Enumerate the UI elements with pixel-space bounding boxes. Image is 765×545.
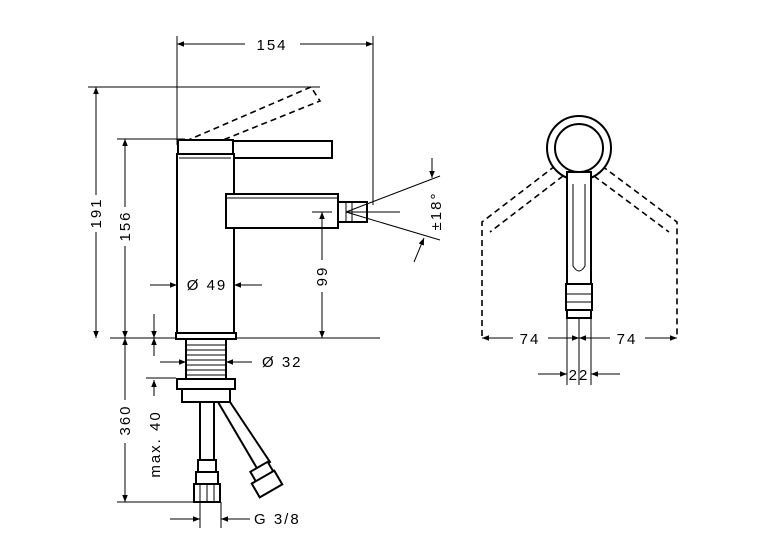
dim-total-height: 191 [88, 197, 105, 228]
dim-max-thickness: max. 40 [147, 410, 164, 477]
dim-spout-swivel: ±18° [428, 192, 445, 231]
top-view-dimensions: 74 74 22 [482, 318, 677, 385]
dim-connection: G 3/8 [254, 511, 301, 528]
body-top-inner [554, 123, 604, 173]
mounting-nut [176, 378, 236, 390]
faucet-body [176, 153, 235, 336]
spout [225, 193, 339, 229]
lever-handle [231, 140, 333, 159]
raised-lever-ghost [185, 85, 322, 151]
fixing-plate [181, 388, 231, 403]
side-view-dimensions: 154 191 156 99 Ø 49 Ø 32 ±18° [88, 36, 445, 528]
dim-thread-diameter: Ø 32 [262, 354, 303, 371]
dim-body-diameter: Ø 49 [187, 277, 228, 294]
lever-ghost-left-inner [489, 175, 564, 233]
dim-handle-width: 22 [569, 367, 590, 384]
lever-ghost-right-inner [593, 175, 670, 233]
dim-handle-swing-right: 74 [617, 331, 638, 348]
threaded-shank [185, 338, 227, 384]
dim-spout-height: 99 [314, 266, 331, 287]
dim-overall-width: 154 [256, 37, 287, 54]
supply-hoses [193, 401, 284, 503]
side-view [110, 85, 380, 503]
aerator-top [565, 283, 593, 311]
dim-install-depth: 360 [117, 404, 134, 435]
dim-handle-swing-left: 74 [520, 331, 541, 348]
top-view [481, 115, 678, 338]
lever-ghost-left [481, 165, 556, 338]
body-cap [177, 139, 234, 155]
dim-body-height: 156 [117, 210, 134, 241]
lever-ghost-right [601, 165, 678, 338]
